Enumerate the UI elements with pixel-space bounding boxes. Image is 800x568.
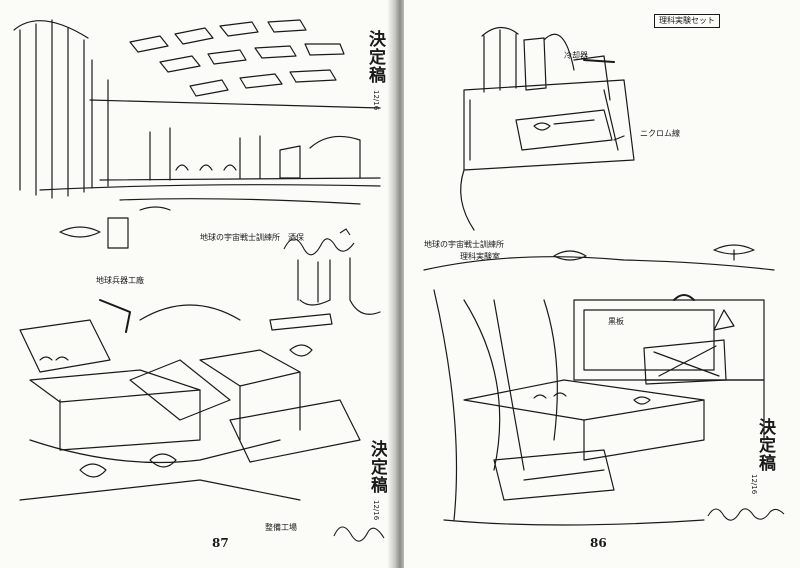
signature-factory xyxy=(333,526,385,542)
approval-date-bottom: 12/16 xyxy=(372,500,380,521)
canteen-sketch xyxy=(13,19,381,501)
label-cooler: 冷却器 xyxy=(564,51,588,60)
signature-canteen xyxy=(283,228,355,256)
caption-lab-location: 地球の宇宙戦士訓練所 xyxy=(424,240,504,249)
approval-stamp-top: 決定稿 xyxy=(365,30,385,84)
page-number-87: 87 xyxy=(212,536,229,550)
caption-weapons-factory: 地球兵器工廠 xyxy=(96,276,144,285)
header-science-kit: 理科実験セット xyxy=(654,14,720,28)
caption-maintenance-factory: 整備工場 xyxy=(265,523,297,532)
label-nichrome-wire: ニクロム線 xyxy=(640,129,680,138)
label-blackboard: 黒板 xyxy=(608,317,624,326)
lab-sketch xyxy=(423,26,775,526)
page-number-86: 86 xyxy=(590,536,607,550)
page-87: 地球の宇宙戦士訓練所 酒保 地球兵器工廠 整備工場 87 決定稿 12/16 決… xyxy=(0,0,396,568)
approval-stamp-lab: 決定稿 xyxy=(755,418,775,472)
signature-lab xyxy=(707,508,785,521)
caption-canteen: 地球の宇宙戦士訓練所 酒保 xyxy=(200,233,304,242)
caption-lab-room: 理科実験室 xyxy=(460,252,500,261)
approval-date-top: 12/16 xyxy=(372,90,380,111)
approval-stamp-bottom: 決定稿 xyxy=(367,440,387,494)
page-86: 理科実験セット 冷却器 ニクロム線 地球の宇宙戦士訓練所 理科実験室 黒板 86… xyxy=(404,0,800,568)
approval-date-lab: 12/16 xyxy=(750,474,758,495)
